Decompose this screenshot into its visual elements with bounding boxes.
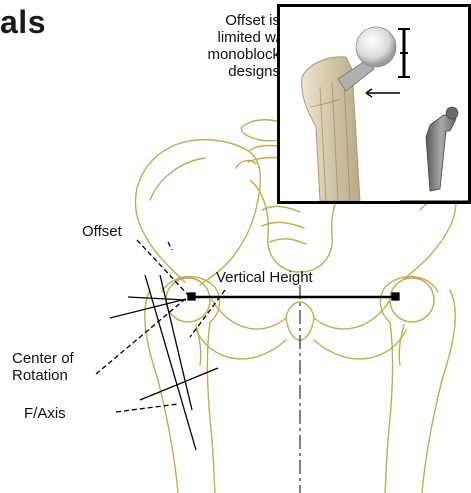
implant-photo [280,7,468,201]
f-axis-leader [116,404,178,412]
center-of-rotation-label: Center of Rotation [12,350,74,384]
monoblock-stem [426,115,456,191]
right-acetabulum [380,277,438,322]
prosthesis-head [356,27,396,67]
offset-label: Offset [82,223,122,240]
implant-inset [277,4,471,204]
pelvic-ring [212,300,390,329]
center-of-rotation-line-2: Rotation [12,367,74,384]
callout-line-3: monoblock [150,46,280,63]
vertical-height-label: Vertical Height [216,269,313,286]
center-of-rotation-line-1: Center of [12,350,74,367]
callout-line-2: limited w/ [150,29,280,46]
callout-line-1: Offset is [150,12,280,29]
f-axis-label: F/Axis [24,405,66,422]
offset-callout: Offset is limited w/ monoblock designs [150,12,280,80]
callout-line-4: designs [150,63,280,80]
offset-leader-2 [168,242,172,250]
page-title: als [0,4,46,41]
right-endpoint-marker [392,293,399,300]
